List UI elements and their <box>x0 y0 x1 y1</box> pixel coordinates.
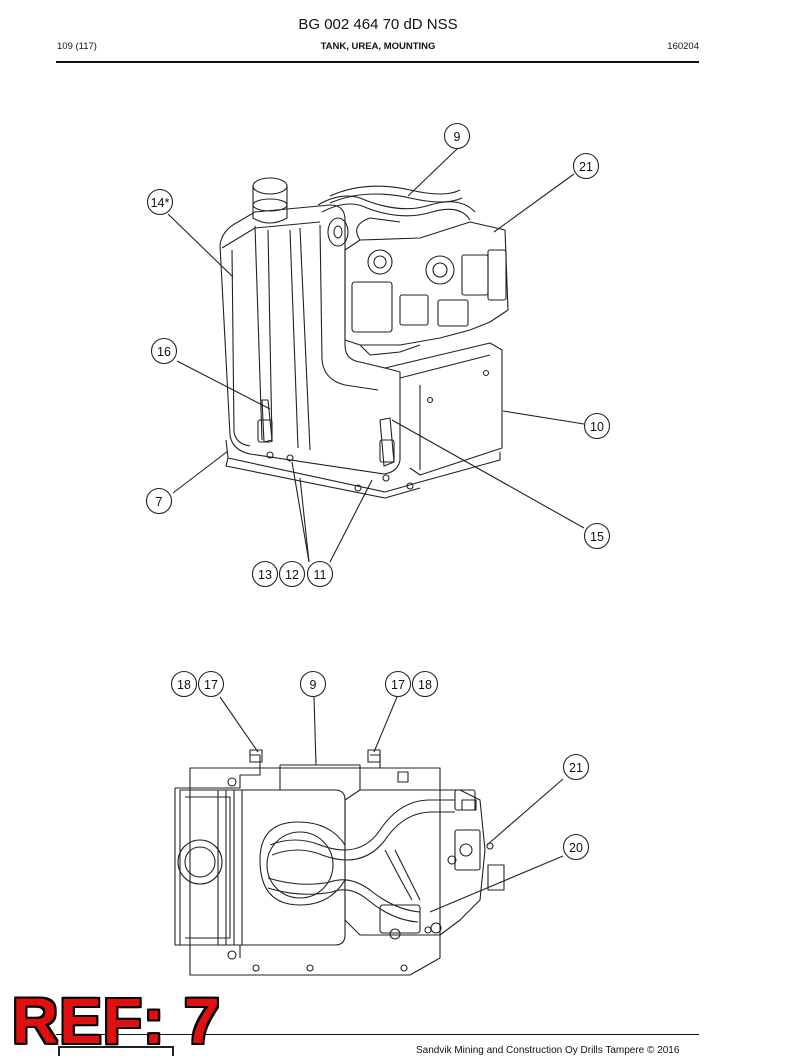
tank-isometric-view <box>167 148 585 563</box>
callout-11 <box>306 560 334 588</box>
document-code: 160204 <box>667 41 699 52</box>
callout-label-13: 13 <box>258 568 272 582</box>
tank-top-view <box>174 696 564 976</box>
ref-stamp: REF: 7 <box>12 985 221 1057</box>
callout-label-20: 20 <box>569 841 583 855</box>
callout-label-17-left: 17 <box>204 678 218 692</box>
callout-label-14: 14* <box>151 196 170 210</box>
callouts-bottom <box>170 670 590 861</box>
footer-copyright: Sandvik Mining and Construction Oy Drill… <box>416 1045 680 1056</box>
callout-label-21: 21 <box>579 160 593 174</box>
callout-label-12: 12 <box>285 568 299 582</box>
callout-label-7: 7 <box>156 495 163 509</box>
callout-16 <box>150 337 178 365</box>
callout-label-10: 10 <box>590 420 604 434</box>
callout-label-18-right: 18 <box>418 678 432 692</box>
callout-15 <box>583 522 611 550</box>
callout-label-9-bottom: 9 <box>310 678 317 692</box>
callout-label-17-right: 17 <box>391 678 405 692</box>
callout-label-16: 16 <box>157 345 171 359</box>
page-number: 109 (117) <box>57 41 97 52</box>
callout-10 <box>583 412 611 440</box>
header-rule <box>56 61 699 63</box>
callout-12 <box>278 560 306 588</box>
callout-14 <box>146 188 174 216</box>
callout-21 <box>572 152 600 180</box>
callout-label-21-bottom: 21 <box>569 761 583 775</box>
brand-logo <box>58 1046 174 1056</box>
section-title: TANK, UREA, MOUNTING <box>320 41 436 52</box>
callout-13 <box>251 560 279 588</box>
callout-label-9: 9 <box>454 130 461 144</box>
callout-7 <box>145 487 173 515</box>
callouts-top <box>145 122 611 588</box>
callout-label-11: 11 <box>314 568 327 582</box>
callout-9 <box>443 122 471 150</box>
document-title: BG 002 464 70 dD NSS <box>298 16 458 33</box>
callout-label-18-left: 18 <box>177 678 191 692</box>
callout-label-15: 15 <box>590 530 604 544</box>
footer-rule <box>56 1034 699 1035</box>
